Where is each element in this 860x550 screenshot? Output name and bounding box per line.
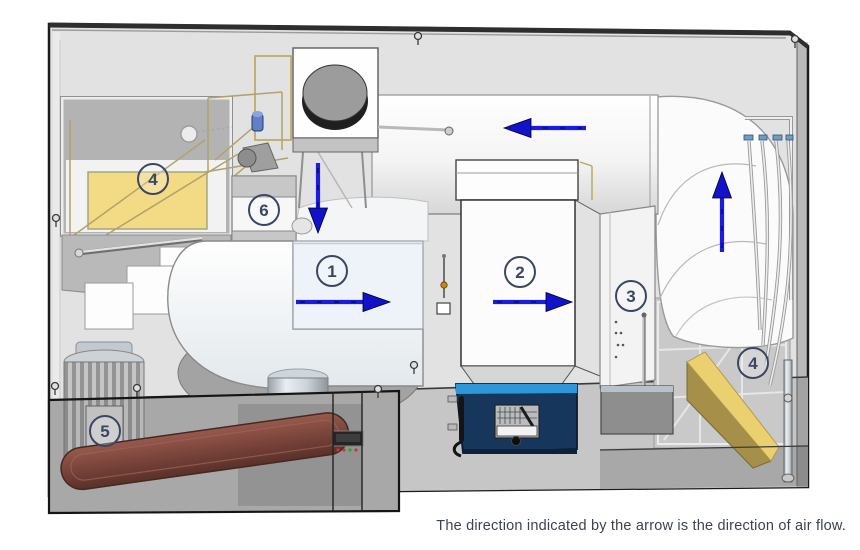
label-1-number: 1 bbox=[327, 261, 337, 281]
control-display bbox=[332, 430, 364, 452]
drawer-stripe bbox=[456, 384, 577, 394]
label-5-number: 5 bbox=[100, 421, 110, 441]
right-pipe bbox=[781, 359, 795, 483]
conditioning-box-2 bbox=[455, 159, 601, 385]
arrow-down-icon bbox=[307, 163, 329, 235]
component-label-5: 5 bbox=[89, 415, 121, 447]
label-2-number: 2 bbox=[515, 262, 525, 282]
float-ball bbox=[180, 125, 198, 143]
caption: The direction indicated by the arrow is … bbox=[436, 518, 846, 534]
label-6-number: 6 bbox=[259, 200, 269, 220]
valve-assembly bbox=[237, 111, 279, 173]
drawer-handle bbox=[459, 396, 464, 442]
eyelet-screws bbox=[50, 31, 800, 398]
arrow-up-icon bbox=[711, 170, 733, 252]
component-label-4a: 4 bbox=[137, 163, 169, 195]
label-4b-number: 4 bbox=[748, 353, 758, 373]
label-4a-number: 4 bbox=[148, 169, 158, 189]
bottom-compartment bbox=[47, 341, 401, 515]
component-label-1: 1 bbox=[316, 255, 348, 287]
arrow-left-icon bbox=[502, 117, 586, 139]
gray-unit-box bbox=[600, 385, 674, 435]
tube-connectors bbox=[743, 134, 794, 141]
arrow-right-icon-box2 bbox=[493, 291, 574, 313]
component-label-2: 2 bbox=[504, 256, 536, 288]
front-rail bbox=[599, 445, 809, 451]
component-label-6: 6 bbox=[248, 194, 280, 226]
drawer-knob bbox=[511, 436, 521, 446]
component-label-4b: 4 bbox=[737, 347, 769, 379]
drawer-grille bbox=[494, 404, 540, 439]
inline-sensor bbox=[436, 254, 451, 315]
fan-disc bbox=[302, 64, 368, 122]
label-3-number: 3 bbox=[626, 286, 636, 306]
outlet-duct-1 bbox=[292, 240, 424, 330]
airflow-arrows bbox=[296, 117, 733, 313]
arrow-right-icon-outlet bbox=[296, 291, 392, 313]
navy-drawer bbox=[447, 383, 578, 458]
fan-unit bbox=[254, 47, 454, 242]
sensor-tubing bbox=[743, 116, 794, 386]
component-label-3: 3 bbox=[615, 280, 647, 312]
